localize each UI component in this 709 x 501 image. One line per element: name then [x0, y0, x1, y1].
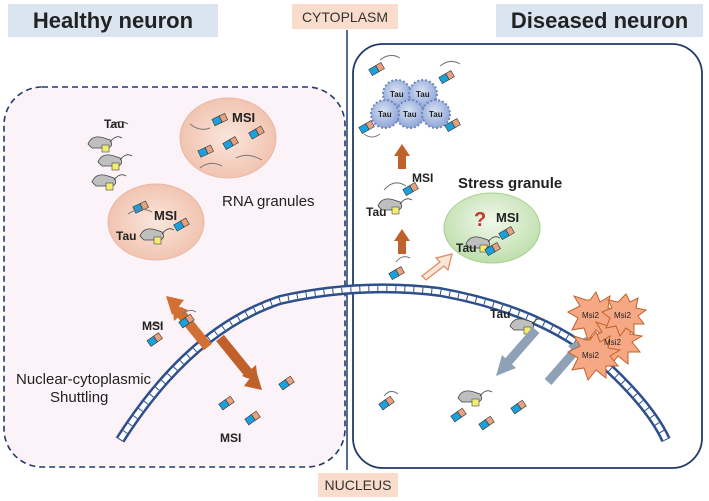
rna-granule-top: [179, 97, 277, 179]
rna-granule-bottom-contents: [127, 200, 190, 245]
svg-text:Tau: Tau: [416, 90, 430, 99]
label-tau-near-arrows: Tau: [490, 307, 510, 321]
rna-granule-bottom: [107, 183, 205, 261]
healthy-tau-cluster: [87, 121, 133, 191]
svg-text:Msi2: Msi2: [614, 311, 631, 320]
label-msi-stress-granule: MSI: [496, 210, 519, 225]
label-rna-granules: RNA granules: [222, 193, 315, 210]
shuttling-arrows-healthy: [166, 296, 262, 390]
svg-text:Msi2: Msi2: [582, 351, 599, 360]
diseased-neuron-title: Diseased neuron: [496, 4, 703, 37]
svg-text:Msi2: Msi2: [604, 338, 621, 347]
cytoplasm-label: CYTOPLASM: [292, 4, 398, 29]
diseased-nucleus-contents: [378, 390, 527, 431]
label-tau-diseased: Tau: [366, 205, 386, 219]
label-question-mark: ?: [474, 209, 486, 231]
label-tau-granule-bottom: Tau: [116, 229, 136, 243]
msi2-aggregate: [566, 290, 648, 382]
diseased-msi-tau-complex: [377, 182, 419, 215]
label-shuttling-line2: Shuttling: [50, 389, 108, 406]
svg-text:Tau: Tau: [429, 110, 443, 119]
label-tau-healthy: Tau: [104, 117, 124, 131]
diseased-small-msi: [388, 253, 453, 281]
label-tau-stress-granule: Tau: [456, 241, 476, 255]
tau-aggregate-labels: Tau Tau Tau Tau Tau: [378, 90, 443, 119]
label-msi-granule-bottom: MSI: [154, 208, 177, 223]
tau-aggregate-cluster: [358, 54, 461, 138]
svg-text:Tau: Tau: [390, 90, 404, 99]
label-msi-diseased: MSI: [412, 171, 433, 185]
healthy-cell-boundary: [3, 86, 346, 468]
label-msi-healthy-bottom: MSI: [220, 431, 241, 445]
label-msi-granule-top: MSI: [232, 110, 255, 125]
label-stress-granule: Stress granule: [458, 175, 562, 192]
healthy-neuron-title: Healthy neuron: [8, 4, 218, 37]
msi2-labels: Msi2 Msi2 Msi2 Msi2: [582, 311, 631, 360]
nucleus-label: NUCLEUS: [318, 473, 398, 497]
label-shuttling-line1: Nuclear-cytoplasmic: [16, 371, 152, 388]
diseased-upward-arrows: [394, 144, 410, 254]
healthy-msi-near-arrows: [146, 309, 295, 426]
svg-text:Tau: Tau: [403, 110, 417, 119]
nuclear-envelope: [115, 283, 671, 443]
label-msi-healthy-arrows: MSI: [142, 319, 163, 333]
rna-granule-top-contents: [189, 113, 265, 169]
svg-text:Tau: Tau: [378, 110, 392, 119]
svg-text:Msi2: Msi2: [582, 311, 599, 320]
